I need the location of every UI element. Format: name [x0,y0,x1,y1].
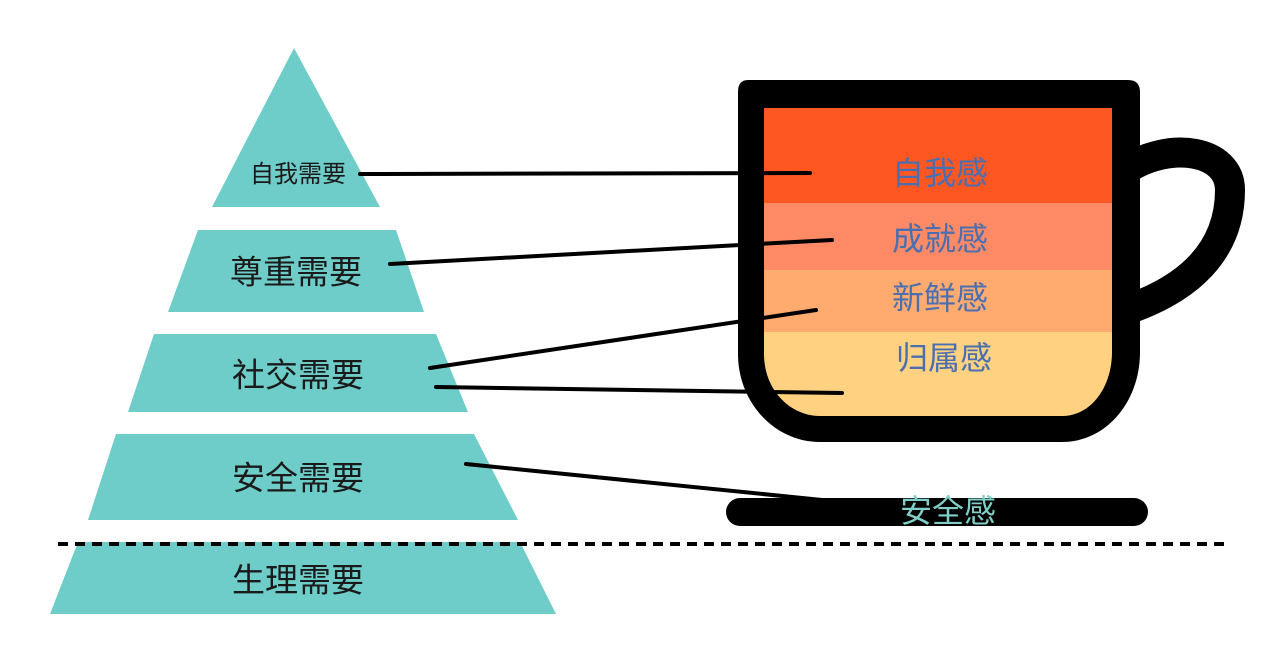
cup-layer-novelty [764,270,1112,332]
cup-label-novelty: 新鲜感 [892,279,988,317]
pyramid-level-social [128,334,468,412]
cup-handle [1105,137,1246,327]
pyramid-label-self: 自我需要 [250,160,346,188]
pyramid-label-social: 社交需要 [232,356,364,395]
connector-esteem [388,238,834,266]
pyramid-level-self [212,48,380,207]
cup-layer-belonging [764,332,1112,416]
connectors [358,171,844,502]
connector-safety [464,462,824,502]
saucer-label: 安全感 [900,492,996,530]
pyramid-label-esteem: 尊重需要 [230,253,362,292]
cup-layer-achievement [764,203,1112,270]
connector-self [358,171,812,176]
cup: 自我感 成就感 新鲜感 归属感 [738,80,1246,442]
pyramid-label-safety: 安全需要 [232,459,364,498]
cup-label-self: 自我感 [892,154,988,192]
cup-layers [764,108,1112,416]
saucer [726,498,1148,526]
connector-social-novelty [428,308,818,370]
cup-label-belonging: 归属感 [896,339,992,377]
cup-layer-self [764,108,1112,203]
pyramid-label-physio: 生理需要 [232,561,364,600]
pyramid-level-physio [50,542,556,614]
connector-social-belonging [434,385,844,395]
cup-label-achievement: 成就感 [892,220,988,258]
pyramid-level-esteem [168,230,424,312]
pyramid: 自我需要 尊重需要 社交需要 安全需要 生理需要 [50,48,556,614]
pyramid-level-safety [88,434,518,520]
